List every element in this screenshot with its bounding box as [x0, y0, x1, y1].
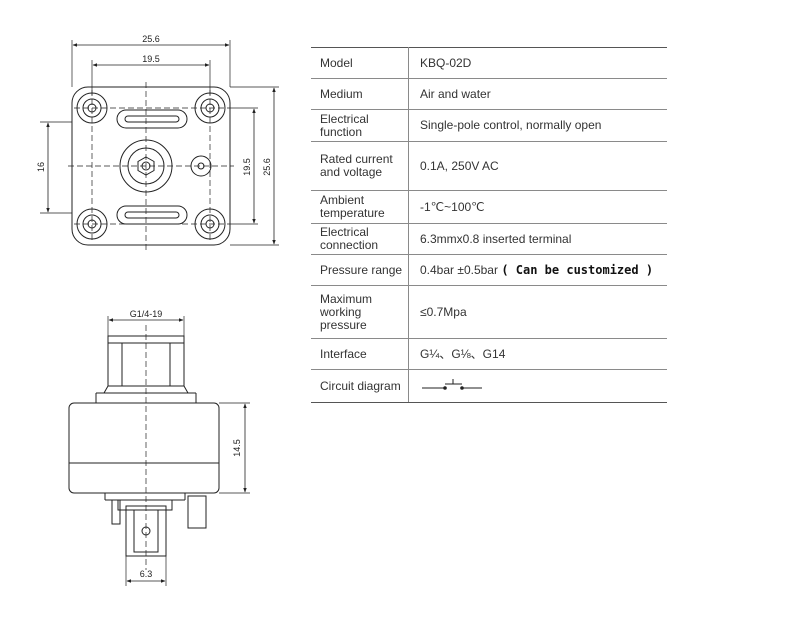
circuit-diagram-symbol [422, 378, 482, 390]
side-view-dimension-lines [108, 318, 247, 583]
spec-label: Interface [311, 338, 409, 370]
dim-thread: G1/4-19 [130, 309, 163, 319]
spec-label: Pressure range [311, 254, 409, 286]
switch-body [68, 402, 220, 501]
spec-row-electrical-function: Electrical function Single-pole control,… [311, 109, 667, 142]
spec-row-pressure-range: Pressure range 0.4bar ±0.5bar ( Can be c… [311, 254, 667, 286]
spec-label: Electrical connection [311, 223, 409, 255]
spec-value: ≤0.7Mpa [408, 285, 667, 339]
dim-height: 14.5 [232, 439, 242, 457]
top-view-dimension-lines [46, 43, 276, 245]
spec-value: G¼、G⅛、G14 [408, 338, 667, 370]
spec-label: Electrical function [311, 109, 409, 142]
spec-label: Maximum working pressure [311, 285, 409, 339]
top-view-drawing [40, 40, 279, 250]
spec-value: KBQ-02D [408, 47, 667, 79]
dim-width-outer: 25.6 [142, 34, 160, 44]
spec-label: Rated current and voltage [311, 141, 409, 191]
dim-terminal: 6.3 [140, 569, 153, 579]
spec-label: Model [311, 47, 409, 79]
customizable-note: ( Can be customized ) [501, 262, 654, 277]
spec-row-interface: Interface G¼、G⅛、G14 [311, 338, 667, 370]
spec-table: Model KBQ-02D Medium Air and water Elect… [311, 47, 667, 403]
spec-row-circuit-diagram: Circuit diagram [311, 369, 667, 403]
spec-value: -1℃~100℃ [408, 190, 667, 224]
spec-row-medium: Medium Air and water [311, 78, 667, 110]
spec-value: Single-pole control, normally open [408, 109, 667, 142]
technical-drawings: 25.6 19.5 16 19.5 25.6 [36, 34, 279, 586]
dim-height-outer: 25.6 [262, 158, 272, 176]
spec-value-circuit [408, 369, 667, 403]
terminal-slot-top [116, 109, 188, 129]
terminal-slot-bottom [116, 205, 188, 225]
spec-value-pressure: 0.4bar ±0.5bar ( Can be customized ) [408, 254, 667, 286]
spec-row-ambient-temperature: Ambient temperature -1℃~100℃ [311, 190, 667, 224]
spec-label: Ambient temperature [311, 190, 409, 224]
spec-value: 0.1A, 250V AC [408, 141, 667, 191]
spec-row-max-working-pressure: Maximum working pressure ≤0.7Mpa [311, 285, 667, 339]
pressure-range-value: 0.4bar ±0.5bar [420, 262, 498, 277]
spec-row-electrical-connection: Electrical connection 6.3mmx0.8 inserted… [311, 223, 667, 255]
centerlines-top-view [68, 82, 234, 250]
dim-hole-spacing-h: 19.5 [142, 54, 160, 64]
spec-row-rated-current: Rated current and voltage 0.1A, 250V AC [311, 141, 667, 191]
spec-label: Medium [311, 78, 409, 110]
spec-value: Air and water [408, 78, 667, 110]
spec-value: 6.3mmx0.8 inserted terminal [408, 223, 667, 255]
side-view-drawing [68, 316, 250, 586]
spec-label: Circuit diagram [311, 369, 409, 403]
dim-hole-spacing-v: 19.5 [242, 158, 252, 176]
dim-left: 16 [36, 162, 46, 172]
terminal-connector [111, 495, 207, 557]
spec-row-model: Model KBQ-02D [311, 47, 667, 79]
